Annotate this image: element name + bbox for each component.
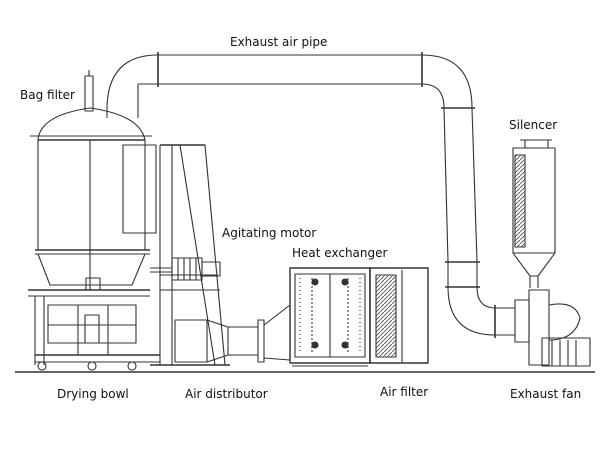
exhaust-fan (514, 289, 591, 367)
silencer (512, 139, 556, 288)
label-silencer: Silencer (509, 118, 558, 132)
label-drying-bowl: Drying bowl (57, 387, 129, 401)
label-air-distributor: Air distributor (185, 387, 268, 401)
agitating-motor (150, 257, 221, 281)
bag-filter (30, 70, 157, 290)
label-heat-exchanger: Heat exchanger (292, 246, 388, 260)
label-exhaust-air-pipe: Exhaust air pipe (230, 35, 328, 49)
heat-exchanger (289, 267, 371, 367)
air-distributor-duct (174, 304, 291, 363)
air-filter (369, 267, 429, 364)
label-agitating-motor: Agitating motor (222, 226, 317, 240)
label-air-filter: Air filter (380, 385, 429, 399)
label-bag-filter: Bag filter (20, 88, 75, 102)
label-exhaust-fan: Exhaust fan (510, 387, 582, 401)
drying-bowl (28, 253, 160, 371)
exhaust-air-pipe (106, 52, 515, 338)
air-distributor-column (150, 144, 230, 366)
